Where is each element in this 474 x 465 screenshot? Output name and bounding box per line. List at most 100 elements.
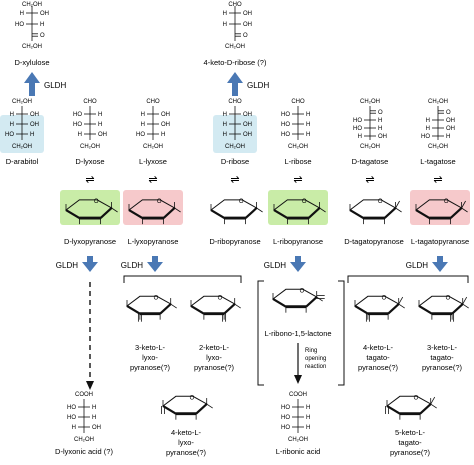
terminal-group: CHO: [228, 2, 242, 8]
carbonyl-oxygen: O: [40, 33, 45, 39]
left-substituent: H: [426, 126, 430, 132]
4-keto-l-tagatopyranose-structure: O: [354, 295, 405, 322]
left-substituent: HO: [281, 132, 290, 138]
left-substituent: H: [72, 425, 76, 431]
ring-oxygen: O: [446, 295, 451, 301]
right-substituent: OH: [446, 118, 455, 124]
equilibrium-arrow-icon: ⇌: [148, 174, 157, 186]
equilibrium-arrow-icon: ⇌: [433, 174, 442, 186]
ring-opening-arrow-head-icon: [294, 375, 302, 384]
l-ribose-name: L-ribose: [284, 157, 311, 166]
bracket-lyxo: [123, 275, 242, 283]
ring-opening-line-3: reaction: [305, 364, 326, 370]
right-substituent: H: [40, 22, 44, 28]
right-substituent: OH: [243, 22, 252, 28]
ring-front-bond: [272, 298, 287, 308]
5-keto-l-tagatopyranose-structure: O: [385, 395, 437, 420]
svg-text:pyranose(?): pyranose(?): [166, 448, 207, 457]
ring-front-bond: [195, 403, 208, 415]
ring-front-bond: [99, 207, 113, 219]
ring-front-bond: [244, 207, 258, 219]
4-keto-d-ribose-name: 4-keto-D-ribose (?): [204, 58, 267, 67]
l-ribono-lactone-structure: O: [272, 288, 325, 313]
fischer-bottom-group: CH₂OH: [74, 437, 94, 443]
left-substituent: H: [141, 122, 145, 128]
left-substituent: HO: [421, 134, 430, 140]
l-ribopyranose-name: L-ribopyranose: [273, 237, 323, 246]
right-substituent: H: [92, 415, 96, 421]
fischer-bottom-group: CH₂OH: [428, 144, 448, 150]
anomeric-oh-bond: [170, 303, 177, 309]
ch2oh-bond: [462, 296, 468, 305]
left-substituent: HO: [73, 122, 82, 128]
gldh-down-arrow: GLDH: [121, 256, 163, 272]
right-substituent: H: [378, 118, 382, 124]
left-substituent: HO: [281, 122, 290, 128]
right-substituent: H: [92, 405, 96, 411]
left-substituent: HO: [67, 415, 76, 421]
anomeric-oh-bond: [395, 207, 402, 213]
anomeric-oh-bond: [256, 207, 263, 213]
ring-front-bond: [210, 209, 226, 220]
equilibrium-arrow-icon: ⇌: [85, 174, 94, 186]
equilibrium-arrow-icon: ⇌: [230, 174, 239, 186]
ring-oxygen: O: [94, 199, 99, 205]
gldh-up-arrow-xylulose: GLDH: [24, 72, 66, 96]
ring-front-bond: [349, 209, 365, 220]
right-substituent: H: [30, 132, 34, 138]
ring-front-bond: [159, 303, 172, 315]
ch2oh-bond: [430, 396, 436, 405]
pyranose-row: OD-lyxopyranoseOL-lyxopyranoseOD-ribopyr…: [60, 190, 470, 246]
ring-front-bond: [449, 207, 463, 219]
right-substituent: OH: [98, 132, 107, 138]
ring-front-bond: [190, 305, 205, 315]
ring-opening-line-1: Ring: [305, 348, 317, 354]
svg-text:tagato-: tagato-: [398, 438, 422, 447]
left-substituent: HO: [281, 425, 290, 431]
left-substituent: HO: [15, 22, 24, 28]
ring-oxygen: O: [444, 199, 449, 205]
anomeric-oh-bond: [319, 207, 326, 213]
left-substituent: H: [358, 134, 362, 140]
ch2oh-bond: [395, 200, 400, 209]
bracket-right-lactone: [338, 280, 345, 386]
ring-front-bond: [354, 305, 369, 315]
ring-oxygen: O: [239, 199, 244, 205]
anomeric-oh-bond: [316, 296, 323, 302]
terminal-group: CH₂OH: [225, 44, 245, 50]
l-tagatopyranose-structure: OL-tagatopyranose: [410, 190, 470, 246]
fischer-bottom-group: CH₂OH: [143, 144, 163, 150]
right-substituent: H: [378, 126, 382, 132]
left-substituent: HO: [353, 126, 362, 132]
left-substituent: H: [223, 11, 227, 17]
ring-front-bond: [383, 207, 397, 219]
carbonyl-oxygen: O: [243, 33, 248, 39]
svg-text:pyranose(?): pyranose(?): [422, 363, 463, 372]
blue-up-arrow-icon: [227, 72, 243, 96]
fischer-bottom-group: CH₂OH: [288, 144, 308, 150]
fischer-top-group: CHO: [83, 99, 97, 105]
d-arabitol-name: D-arabitol: [6, 157, 39, 166]
ring-opening-line-2: opening: [305, 356, 326, 362]
anomeric-oh-bond: [111, 207, 118, 213]
left-substituent: H: [223, 122, 227, 128]
blue-down-arrow-icon: [432, 256, 448, 272]
svg-text:pyranose(?): pyranose(?): [358, 363, 399, 372]
l-ribopyranose-structure: OL-ribopyranose: [268, 190, 328, 246]
right-substituent: H: [98, 122, 102, 128]
d-xylulose-name: D-xylulose: [14, 58, 49, 67]
fischer-top-group: COOH: [75, 392, 93, 398]
anomeric-oh-bond: [234, 303, 241, 309]
ring-oxygen: O: [218, 295, 223, 301]
left-substituent: HO: [5, 132, 14, 138]
d-tagatose-name: D-tagatose: [352, 157, 389, 166]
ring-front-bond: [162, 405, 177, 415]
right-substituent: H: [306, 132, 310, 138]
fischer-bottom-group: CH₂OH: [12, 144, 32, 150]
